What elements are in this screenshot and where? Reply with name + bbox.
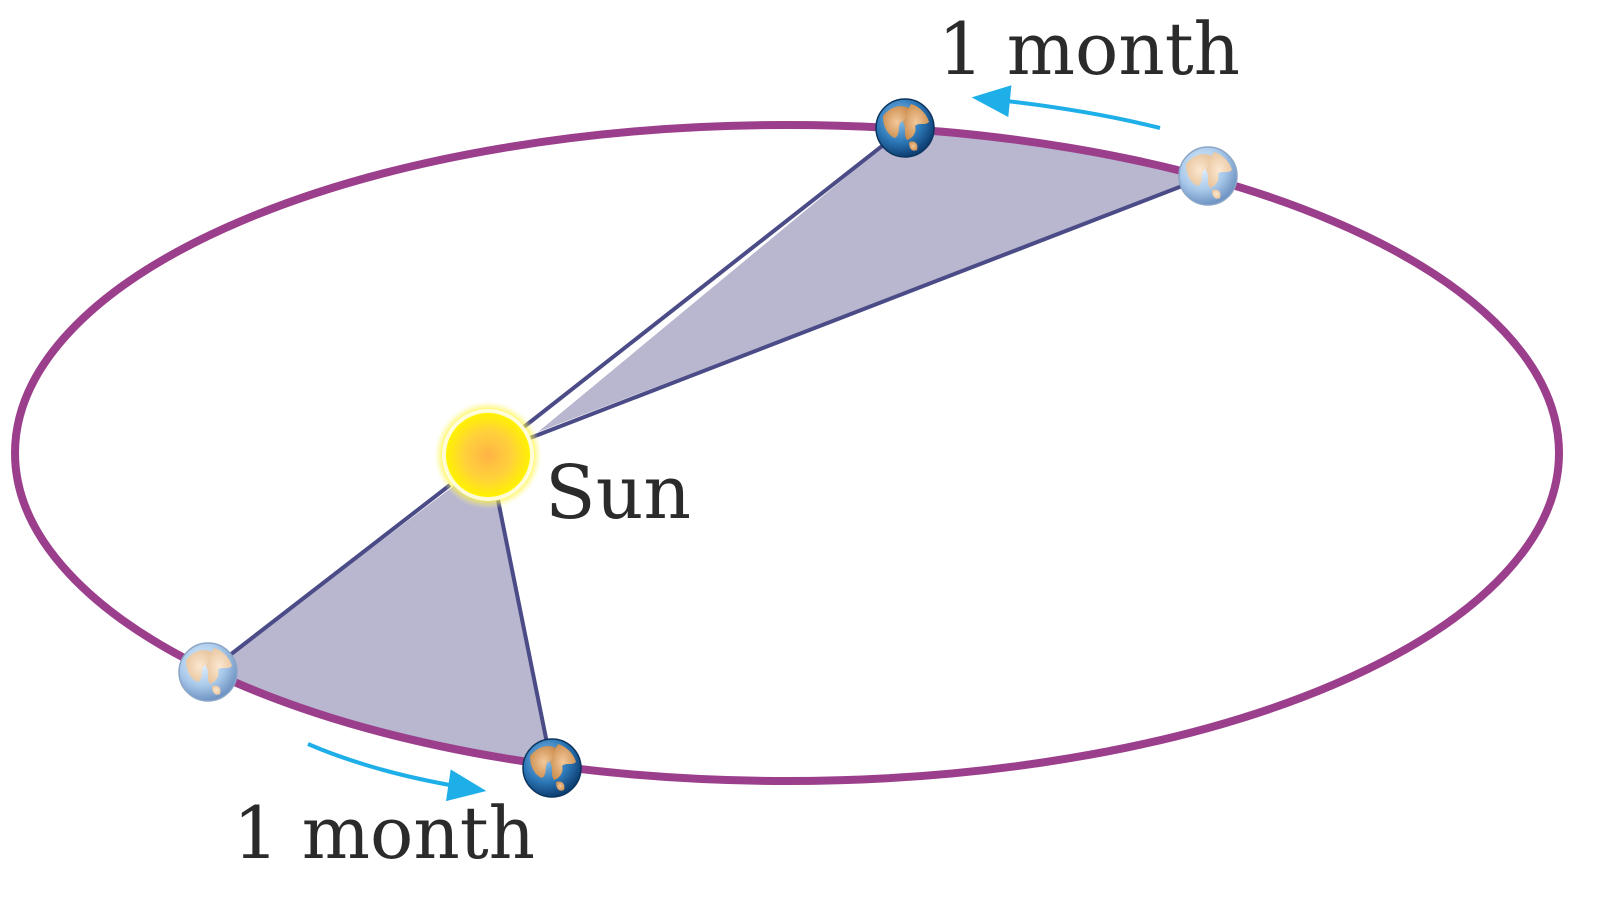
radius-line-bottom-2	[496, 499, 554, 769]
sun-icon	[434, 401, 542, 509]
earth-icon	[875, 98, 935, 158]
earth-icon	[522, 738, 582, 798]
earth-icon	[178, 642, 238, 702]
earth-icon	[1178, 146, 1238, 206]
swept-area-top	[538, 128, 1208, 432]
motion-arrow-bottom	[307, 742, 487, 802]
radius-line-top-1	[518, 126, 907, 432]
orbit-ellipse	[11, 121, 1563, 785]
motion-arrow-top	[971, 85, 1161, 130]
sun-label: Sun	[545, 450, 691, 536]
radius-line-bottom-1	[206, 483, 452, 674]
radius-line-top-2	[529, 174, 1209, 440]
bottom-interval-label: 1 month	[233, 791, 535, 875]
swept-area-bottom	[208, 460, 552, 768]
top-interval-label: 1 month	[938, 7, 1240, 91]
